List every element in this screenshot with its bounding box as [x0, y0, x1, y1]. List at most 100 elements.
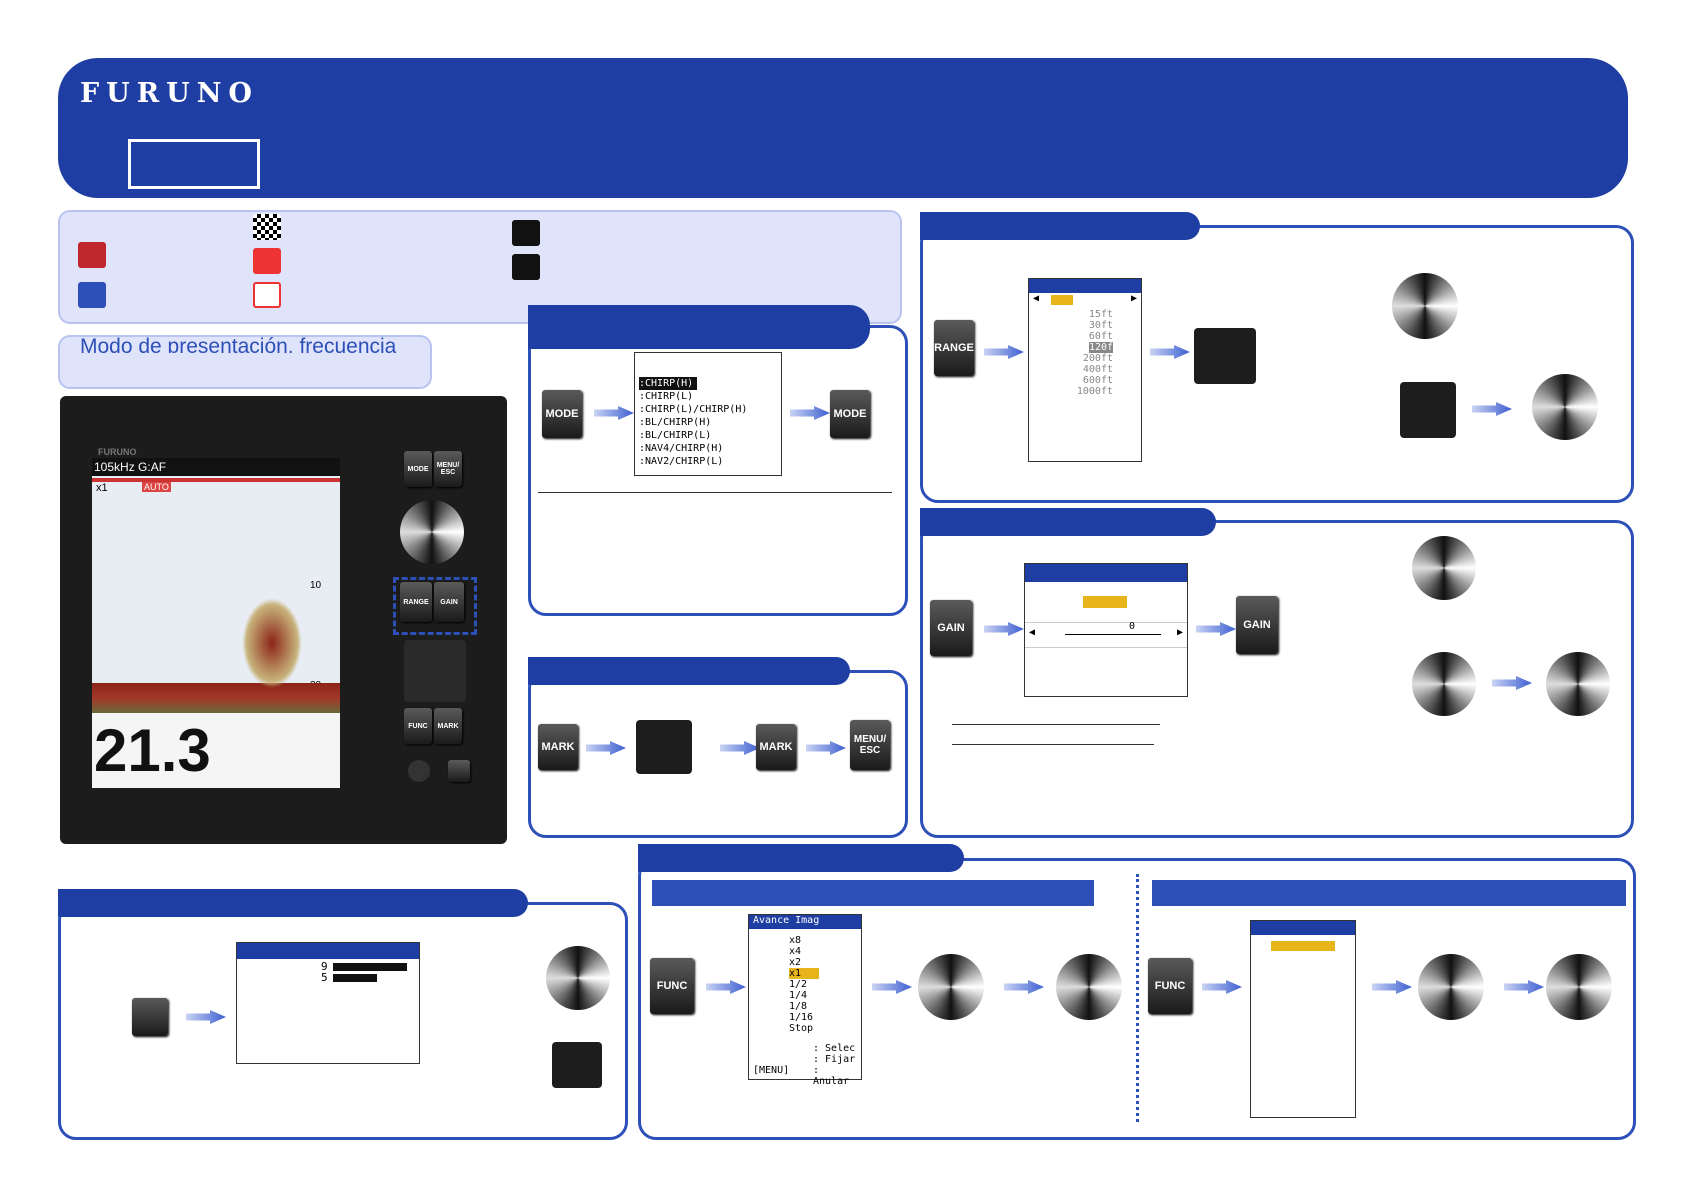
menu-item[interactable]: 400ft [1082, 364, 1113, 375]
power-key[interactable] [448, 760, 470, 782]
menu-item[interactable]: :BL/CHIRP(L) [639, 430, 712, 441]
arrow-icon [1492, 676, 1532, 690]
menu-item[interactable]: 120ft [1089, 342, 1120, 353]
func-key[interactable]: FUNC [404, 708, 432, 744]
menu-item[interactable]: :BL/CHIRP(H) [639, 417, 712, 428]
mode-menu: :CHIRP(H):CHIRP(L) :CHIRP(L)/CHIRP(H) :BL/… [634, 352, 782, 476]
menu-esc-key[interactable]: MENU/ ESC [434, 451, 462, 487]
push-knob-icon [1546, 954, 1612, 1020]
rotate-knob-icon [1418, 954, 1484, 1020]
push-knob-icon [1412, 536, 1476, 600]
func-subtitle-bar [652, 880, 1094, 906]
range-button[interactable]: RANGE [934, 320, 974, 376]
menu-item[interactable]: x4 [789, 946, 802, 957]
rotate-knob-icon [1546, 652, 1610, 716]
arrow-icon [1004, 980, 1044, 994]
func-subtitle-bar [1152, 880, 1626, 906]
depth-readout: 21.3 [94, 717, 211, 784]
arrow-icon [706, 980, 746, 994]
battery-low-icon [253, 282, 281, 308]
push-knob-icon [1532, 374, 1598, 440]
menu-item[interactable]: 1/4 [789, 990, 808, 1001]
ship-icon [78, 282, 106, 308]
menu-item[interactable]: x8 [789, 935, 802, 946]
gain-button[interactable]: GAIN [930, 600, 972, 656]
menu-item[interactable]: 60ft [1088, 331, 1113, 342]
rotary-knob[interactable] [400, 500, 464, 564]
func-menu-2 [1250, 920, 1356, 1118]
arrow-icon [1202, 980, 1242, 994]
menu-key-label: [MENU] [753, 1065, 790, 1076]
zoom-readout: x1 [96, 482, 108, 494]
model-box [128, 139, 260, 189]
push-knob-icon [1056, 954, 1122, 1020]
divider [538, 492, 892, 493]
power-button[interactable] [132, 998, 168, 1036]
menu-item[interactable]: x1 [789, 968, 819, 979]
footer-set: : Fijar [813, 1054, 856, 1065]
arrow-icon [806, 741, 846, 755]
arrow-icon [720, 741, 760, 755]
range-gain-highlight [393, 577, 477, 635]
gain-menu: ◀ 0 ▶ [1024, 563, 1188, 697]
cursor-pad[interactable] [404, 640, 466, 702]
arrow-icon [1372, 980, 1412, 994]
divider [952, 744, 1154, 745]
menu-item[interactable]: :NAV4/CHIRP(H) [639, 443, 724, 454]
menu-item[interactable]: :CHIRP(L)/CHIRP(H) [639, 404, 748, 415]
func-button[interactable]: FUNC [650, 958, 694, 1014]
func-menu-title: Avance Imag [749, 915, 861, 929]
menu-item[interactable]: :CHIRP(H) [639, 377, 698, 390]
freq-readout: 105kHz G:AF [94, 460, 167, 474]
gain-key[interactable]: GAIN [434, 582, 464, 622]
mode-button[interactable]: MODE [542, 390, 582, 438]
gain-button[interactable]: GAIN [1236, 596, 1278, 654]
dim-key[interactable] [408, 760, 430, 782]
mark-button[interactable]: MARK [538, 724, 578, 770]
arrow-icon [186, 1010, 226, 1024]
power-panel-title-bar [58, 889, 528, 917]
divider [1136, 874, 1139, 1122]
battery-icon [253, 248, 281, 274]
menu-item[interactable]: 15ft [1088, 309, 1113, 320]
menu-item[interactable]: 1000ft [1076, 386, 1113, 397]
cursor-pad-icon [1400, 382, 1456, 438]
auto-badge: AUTO [142, 482, 171, 492]
menu-item[interactable]: :NAV2/CHIRP(L) [639, 456, 724, 467]
menu-item[interactable]: 1/8 [789, 1001, 808, 1012]
mode-key[interactable]: MODE [404, 451, 432, 487]
menu-item[interactable]: :CHIRP(L) [639, 391, 694, 402]
menu-item[interactable]: 30ft [1088, 320, 1113, 331]
fish-alarm-icon [78, 242, 106, 268]
arrow-icon [1150, 345, 1190, 359]
range-key[interactable]: RANGE [400, 582, 432, 622]
arrow-icon [594, 406, 634, 420]
menu-item[interactable]: Stop [789, 1023, 814, 1034]
arrow-icon [872, 980, 912, 994]
checkered-flag-icon [253, 214, 281, 240]
arrow-icon [1196, 622, 1236, 636]
menu-item[interactable]: 1/2 [789, 979, 808, 990]
mark-button[interactable]: MARK [756, 724, 796, 770]
legend-panel [58, 210, 902, 324]
arrow-icon [1472, 402, 1512, 416]
mode-button[interactable]: MODE [830, 390, 870, 438]
cursor-pad-icon [1194, 328, 1256, 384]
mode-legend-text: Modo de presentación, frecuencia [80, 335, 397, 353]
menu-item[interactable]: 1/16 [789, 1012, 814, 1023]
arrow-icon [1504, 980, 1544, 994]
menu-esc-button[interactable]: MENU/ ESC [850, 720, 890, 770]
func-button[interactable]: FUNC [1148, 958, 1192, 1014]
cursor-pad-icon [636, 720, 692, 774]
arrow-icon [984, 622, 1024, 636]
menu-item[interactable]: x2 [789, 957, 802, 968]
func-panel-title-bar [638, 844, 964, 872]
menu-item[interactable]: 200ft [1082, 353, 1113, 364]
gain-panel-title-bar [920, 508, 1216, 536]
header-banner [58, 58, 1628, 198]
divider [952, 724, 1160, 725]
mark-key[interactable]: MARK [434, 708, 462, 744]
menu-item[interactable]: 600ft [1082, 375, 1113, 386]
